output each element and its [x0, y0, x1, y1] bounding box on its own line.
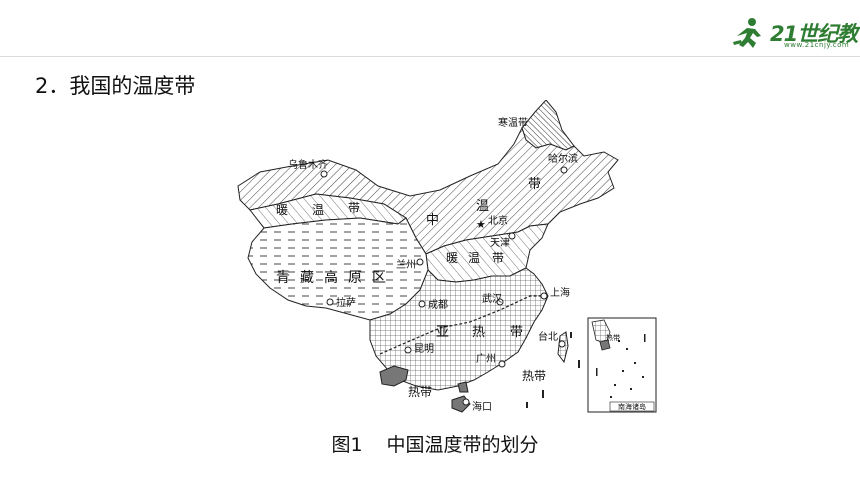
city-harbin: 哈尔滨 — [548, 152, 578, 174]
figure-title: 中国温度带的划分 — [386, 434, 539, 456]
svg-text:★: ★ — [476, 218, 486, 231]
svg-text:上海: 上海 — [550, 286, 570, 299]
zone-tropical-leizhou — [457, 381, 469, 393]
label-warm-west-2: 温 — [312, 203, 324, 217]
label-plateau-3: 高 — [324, 269, 338, 286]
city-beijing: ★ 北京 — [476, 214, 508, 231]
svg-text:昆明: 昆明 — [414, 343, 434, 355]
inset-label: 南海诸岛 — [618, 402, 646, 411]
logo-text: 21世纪教育 — [770, 22, 860, 46]
label-subtropical-3: 带 — [510, 325, 523, 340]
label-warm-east-3: 带 — [492, 251, 504, 265]
city-guangzhou: 广州 — [476, 353, 506, 368]
city-lhasa: 拉萨 — [326, 296, 356, 309]
label-cold-temperate: 寒温带 — [498, 116, 528, 129]
label-mid-temperate-2: 温 — [476, 199, 489, 214]
svg-text:乌鲁木齐: 乌鲁木齐 — [288, 158, 328, 171]
label-warm-east-1: 暖 — [446, 251, 458, 265]
svg-text:拉萨: 拉萨 — [336, 296, 356, 309]
label-inset-tropical: 热带 — [606, 333, 620, 342]
svg-text:广州: 广州 — [476, 353, 496, 365]
city-chengdu: 成都 — [418, 299, 448, 311]
city-tianjin: 天津 — [490, 232, 516, 249]
temperature-zone-map: 南海诸岛 热带 寒温带 中 温 带 暖 温 带 暖 温 带 青 藏 高 原 区 … — [237, 100, 657, 413]
label-mid-temperate-1: 中 — [426, 213, 439, 228]
svg-text:海口: 海口 — [472, 400, 492, 413]
label-warm-west-1: 暖 — [276, 203, 288, 217]
city-haikou: 海口 — [462, 398, 492, 413]
city-urumqi: 乌鲁木齐 — [288, 158, 328, 178]
svg-text:哈尔滨: 哈尔滨 — [548, 152, 578, 165]
svg-text:台北: 台北 — [538, 330, 558, 343]
header-divider — [0, 56, 860, 57]
inset-south-china-sea: 南海诸岛 热带 — [587, 317, 657, 413]
svg-text:北京: 北京 — [488, 214, 508, 227]
logo-runner-icon — [733, 18, 761, 48]
label-warm-west-3: 带 — [348, 201, 360, 215]
svg-text:成都: 成都 — [428, 299, 448, 311]
city-shanghai: 上海 — [540, 286, 570, 300]
label-subtropical-2: 热 — [472, 325, 485, 340]
zone-subtropical — [369, 267, 549, 391]
label-mid-temperate-3: 带 — [528, 177, 541, 192]
label-plateau-4: 原 — [348, 270, 362, 286]
svg-text:武汉: 武汉 — [482, 292, 502, 305]
city-wuhan: 武汉 — [482, 292, 504, 306]
city-kunming: 昆明 — [404, 343, 434, 355]
zone-boundary — [379, 295, 548, 355]
city-taipei: 台北 — [538, 330, 566, 348]
label-subtropical-1: 亚 — [436, 325, 449, 340]
logo-url: www.21cnjy.com — [784, 41, 850, 49]
coastal-islands — [526, 332, 580, 408]
label-plateau-2: 藏 — [300, 270, 314, 286]
label-tropical-east: 热带 — [522, 369, 546, 383]
figure-caption: 图1 中国温度带的划分 — [300, 430, 570, 457]
city-lanzhou: 兰州 — [396, 258, 424, 271]
label-plateau-5: 区 — [372, 270, 386, 286]
svg-text:天津: 天津 — [490, 237, 510, 249]
zone-tropical-west — [379, 365, 409, 387]
figure-label: 图1 — [331, 434, 363, 456]
section-heading: 2．我国的温度带 — [35, 74, 196, 98]
svg-text:兰州: 兰州 — [396, 258, 416, 271]
label-plateau-1: 青 — [276, 270, 290, 286]
label-warm-east-2: 温 — [468, 251, 480, 265]
label-tropical-west: 热带 — [408, 385, 432, 399]
